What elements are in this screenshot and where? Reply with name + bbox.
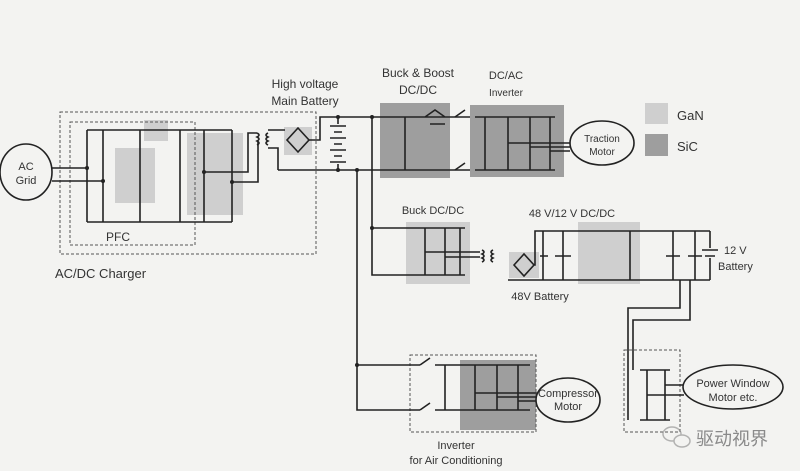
legend-sic-label: SiC <box>677 139 698 154</box>
compressor-motor <box>535 377 601 423</box>
compressor-motor-label-2: Motor <box>554 401 582 413</box>
battery-48v-label: 48V Battery <box>511 291 569 303</box>
charger-label: AC/DC Charger <box>55 266 147 281</box>
legend-sic-swatch <box>645 134 668 156</box>
pfc-label: PFC <box>106 230 130 244</box>
ac-grid-label-2: Grid <box>16 175 37 187</box>
ac-inverter-label-2: for Air Conditioning <box>410 455 503 467</box>
battery-12v-label-2: Battery <box>718 261 753 273</box>
traction-motor <box>569 120 635 166</box>
power-window-motor <box>682 364 784 410</box>
watermark-text: 驱动视界 <box>696 429 768 449</box>
ac-inverter-label-1: Inverter <box>437 440 475 452</box>
ac-inverter-box <box>409 354 537 433</box>
compressor-motor-label-1: Compressor <box>538 388 598 400</box>
charger-bridge-gan-region <box>187 133 243 215</box>
traction-motor-label-1: Traction <box>584 134 620 145</box>
junction-dots <box>85 115 374 367</box>
battery-12v-label-1: 12 V <box>724 245 747 257</box>
power-window-box <box>623 349 681 433</box>
power-window-label-2: Motor etc. <box>709 392 758 404</box>
buck-boost-sic-region <box>380 103 450 178</box>
legend-gan-swatch <box>645 103 668 124</box>
pfc-gan-region <box>115 148 155 203</box>
traction-motor-label-2: Motor <box>589 147 615 158</box>
dcac-label-2: Inverter <box>489 88 524 99</box>
hv-battery-label-2: Main Battery <box>271 94 338 108</box>
pfc-box <box>69 121 196 246</box>
ac-grid-node <box>0 143 53 201</box>
power-window-label-1: Power Window <box>696 378 769 390</box>
charger-box <box>59 111 317 255</box>
buck-boost-label-1: Buck & Boost <box>382 66 455 80</box>
ac-inverter-sic-region <box>460 360 536 430</box>
hv-battery-label-1: High voltage <box>272 77 339 91</box>
legend-gan-label: GaN <box>677 108 704 123</box>
buck-dcdc-label: Buck DC/DC <box>402 205 464 217</box>
wechat-icon <box>662 426 691 448</box>
ac-grid-label-1: AC <box>18 161 33 173</box>
dcac-label-1: DC/AC <box>489 70 523 82</box>
dcdc-48-12-label: 48 V/12 V DC/DC <box>529 208 615 220</box>
buck-boost-label-2: DC/DC <box>399 83 437 97</box>
